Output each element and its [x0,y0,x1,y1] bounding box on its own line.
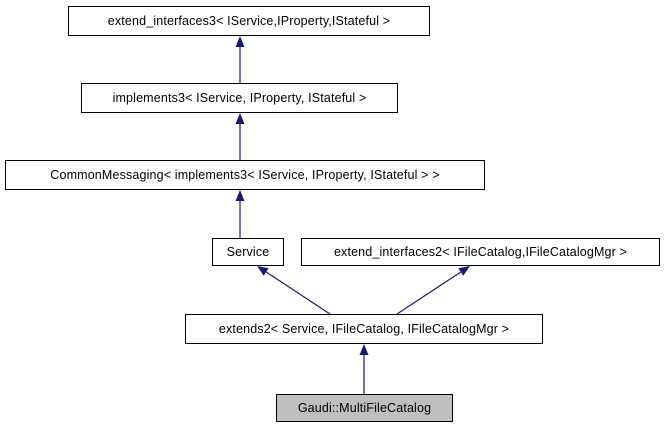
class-node-label: extends2< Service, IFileCatalog, IFileCa… [218,321,510,336]
arrow-shaft [396,271,462,315]
arrow-head [257,266,269,276]
class-node-extend_interfaces2[interactable]: extend_interfaces2< IFileCatalog,IFileCa… [301,238,660,266]
class-node-label: CommonMessaging< implements3< IService, … [50,167,440,182]
class-node-extend_interfaces3[interactable]: extend_interfaces3< IService,IProperty,I… [68,6,430,36]
arrow-head [458,266,470,276]
inheritance-arrow-extends2-to-extend_interfaces2 [396,266,470,315]
inheritance-arrow-common_messaging-to-implements3 [235,113,245,160]
inheritance-arrow-gaudi-to-extends2 [359,344,369,394]
arrow-head [359,344,369,355]
arrow-head [235,113,245,124]
arrow-head [235,36,245,47]
class-node-label: Gaudi::MultiFileCatalog [297,400,432,415]
class-node-label: implements3< IService, IProperty, IState… [112,90,367,105]
class-node-label: extend_interfaces3< IService,IProperty,I… [107,13,391,28]
class-node-label: extend_interfaces2< IFileCatalog,IFileCa… [333,244,628,259]
class-node-service[interactable]: Service [212,238,284,266]
class-node-extends2[interactable]: extends2< Service, IFileCatalog, IFileCa… [185,314,543,344]
class-node-implements3[interactable]: implements3< IService, IProperty, IState… [81,83,398,113]
class-node-gaudi_multifilecatalog[interactable]: Gaudi::MultiFileCatalog [276,394,453,422]
arrow-shaft [265,271,331,315]
class-node-label: Service [226,244,270,259]
inheritance-arrow-implements3-to-extend_interfaces3 [235,36,245,83]
inheritance-arrow-extends2-to-service [257,266,331,315]
class-node-common_messaging[interactable]: CommonMessaging< implements3< IService, … [5,160,485,190]
inheritance-arrow-service-to-common_messaging [235,190,245,238]
arrow-head [235,190,245,201]
